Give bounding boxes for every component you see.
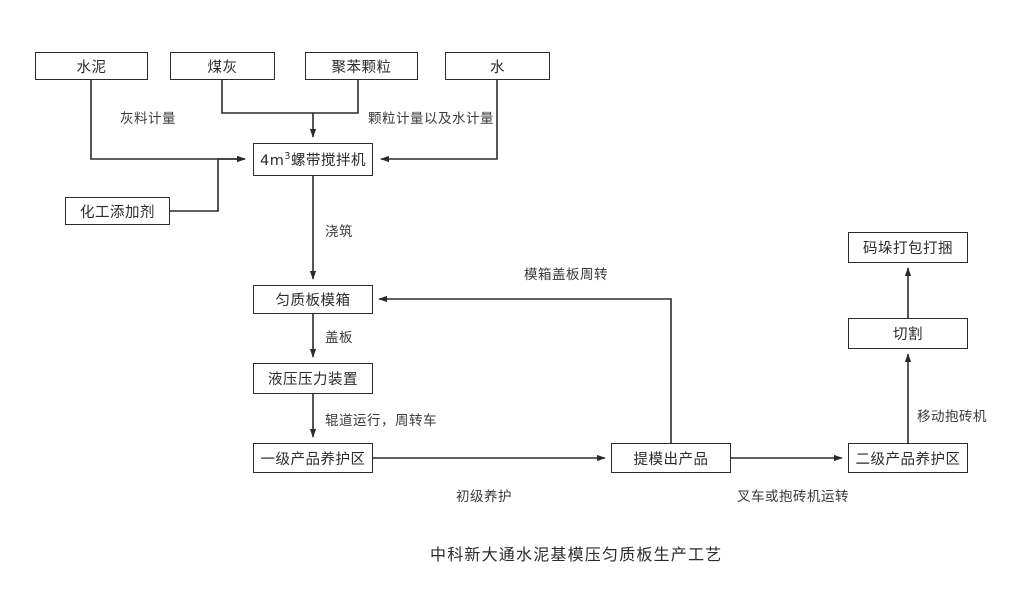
node-cement-label: 水泥 <box>76 59 107 76</box>
node-chemical-additive[interactable]: 化工添加剂 <box>65 197 170 225</box>
node-demold-product-label: 提模出产品 <box>633 451 709 468</box>
edge-label-mobile-brick-clamp: 移动抱砖机 <box>917 409 987 425</box>
wire-additive-to-mixer <box>170 155 246 212</box>
node-cutting-label: 切割 <box>893 327 923 343</box>
edge-label-cover-plate: 盖板 <box>325 330 353 346</box>
node-water[interactable]: 水 <box>445 52 550 80</box>
node-secondary-curing-area-label: 二级产品养护区 <box>855 451 961 468</box>
edge-label-mold-cover-recycle: 模箱盖板周转 <box>524 267 608 283</box>
node-ribbon-mixer[interactable]: 4m3螺带搅拌机 <box>253 143 373 176</box>
wire-eps-to-trunk <box>313 80 359 114</box>
node-mold-box[interactable]: 匀质板模箱 <box>253 285 373 314</box>
node-chemical-additive-label: 化工添加剂 <box>80 204 155 221</box>
edge-label-forklift-transfer: 叉车或抱砖机运转 <box>737 489 849 505</box>
node-ribbon-mixer-label: 4m3螺带搅拌机 <box>260 149 366 170</box>
node-stacking-packing[interactable]: 码垛打包打捆 <box>848 232 968 263</box>
node-hydraulic-press-label: 液压压力装置 <box>268 372 358 388</box>
node-eps-beads-label: 聚苯颗粒 <box>331 59 392 76</box>
edge-label-ash-metering: 灰料计量 <box>120 111 176 127</box>
node-primary-curing-area-label: 一级产品养护区 <box>260 451 366 468</box>
node-fly-ash[interactable]: 煤灰 <box>170 52 275 80</box>
node-demold-product[interactable]: 提模出产品 <box>611 443 731 473</box>
node-eps-beads[interactable]: 聚苯颗粒 <box>305 52 418 80</box>
mixer-type-label: 螺带搅拌机 <box>290 153 366 169</box>
node-cutting[interactable]: 切割 <box>848 318 968 349</box>
mixer-volume-value: 4m <box>260 153 285 169</box>
diagram-caption: 中科新大通水泥基模压匀质板生产工艺 <box>430 545 723 564</box>
node-cement[interactable]: 水泥 <box>35 52 148 80</box>
node-water-label: 水 <box>490 59 505 76</box>
node-hydraulic-press[interactable]: 液压压力装置 <box>253 363 373 394</box>
wire-flyash-to-trunk <box>221 80 313 114</box>
node-secondary-curing-area[interactable]: 二级产品养护区 <box>848 443 968 473</box>
edge-label-bead-water-metering: 颗粒计量以及水计量 <box>368 111 494 127</box>
node-fly-ash-label: 煤灰 <box>207 59 238 76</box>
node-mold-box-label: 匀质板模箱 <box>275 293 351 309</box>
edge-label-primary-cure: 初级养护 <box>456 489 512 505</box>
edge-label-roller-transfer: 辊道运行，周转车 <box>325 413 437 429</box>
mixer-volume-exponent: 3 <box>284 151 291 163</box>
node-primary-curing-area[interactable]: 一级产品养护区 <box>253 443 373 473</box>
edge-label-pouring: 浇筑 <box>325 224 353 240</box>
node-stacking-packing-label: 码垛打包打捆 <box>863 241 953 257</box>
